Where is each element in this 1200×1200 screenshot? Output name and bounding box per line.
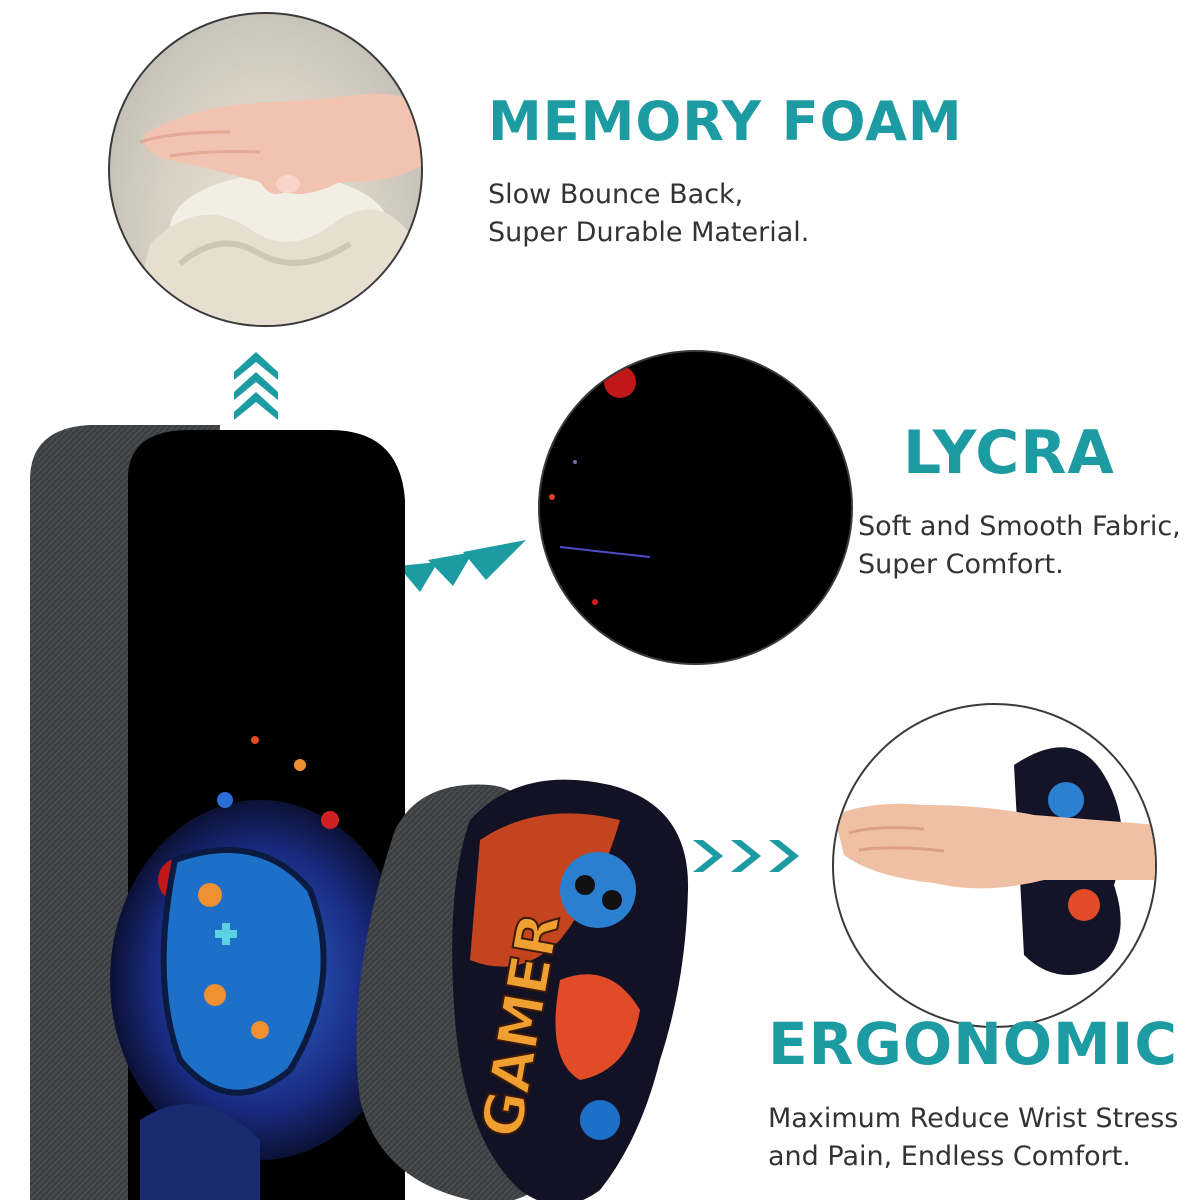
lycra-line-2: Super Comfort. xyxy=(858,549,1064,580)
lycra-line-1: Soft and Smooth Fabric, xyxy=(858,511,1181,542)
chevron-right-icon xyxy=(693,840,799,872)
ergonomic-arrow xyxy=(693,836,805,876)
memory-foam-arrow xyxy=(228,340,284,420)
lycra-arrow xyxy=(398,536,528,594)
foam-hand-illustration xyxy=(130,93,421,325)
wrist-rest-set-illustration: GAMER xyxy=(30,425,689,1200)
product-image: GAMER xyxy=(0,420,700,1200)
chevron-up-icon xyxy=(234,352,278,420)
ergonomic-detail-image xyxy=(832,703,1157,1028)
ergonomic-line-1: Maximum Reduce Wrist Stress xyxy=(768,1103,1179,1134)
ergonomic-title: ERGONOMIC xyxy=(768,1010,1178,1078)
memory-foam-title: MEMORY FOAM xyxy=(488,90,963,153)
memory-foam-line-2: Super Durable Material. xyxy=(488,217,810,248)
lycra-title: LYCRA xyxy=(903,418,1115,488)
lycra-detail-image xyxy=(538,350,853,665)
memory-foam-detail-image xyxy=(108,12,423,327)
hand-on-wrist-rest-illustration xyxy=(834,747,1155,975)
memory-foam-description: Slow Bounce Back, Super Durable Material… xyxy=(488,176,809,252)
lycra-description: Soft and Smooth Fabric, Super Comfort. xyxy=(858,508,1181,584)
memory-foam-line-1: Slow Bounce Back, xyxy=(488,179,744,210)
chevron-right-icon xyxy=(398,540,526,592)
ergonomic-description: Maximum Reduce Wrist Stress and Pain, En… xyxy=(768,1100,1178,1176)
ergonomic-line-2: and Pain, Endless Comfort. xyxy=(768,1141,1131,1172)
